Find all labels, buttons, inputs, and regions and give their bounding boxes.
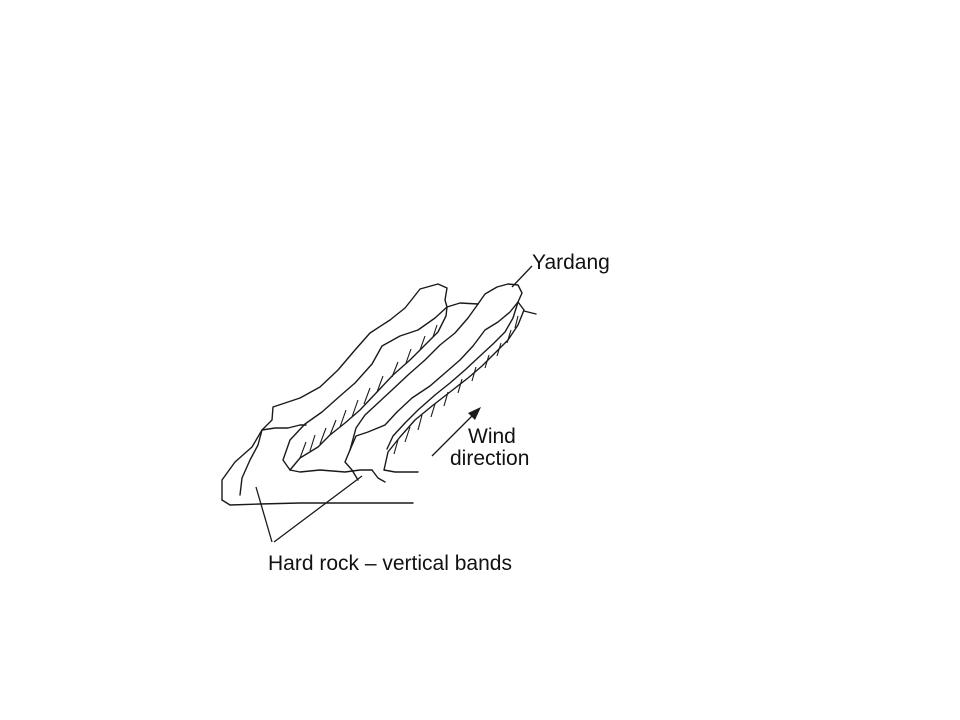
base-line-right — [383, 469, 419, 473]
right-ridge-front-face — [383, 301, 525, 471]
gully-right — [371, 469, 386, 483]
base-line-middle — [289, 469, 373, 473]
right-ridge-inner-edge — [349, 303, 479, 451]
left-ridge-crossline — [261, 424, 307, 431]
yardang-leader — [511, 265, 533, 288]
left-block-front — [239, 429, 263, 496]
right-ridge-top-edge — [349, 283, 523, 451]
right-ridge-hatching — [393, 315, 519, 455]
left-ridge-top-edge — [282, 306, 448, 471]
right-ridge-face-top — [386, 301, 519, 450]
hard-rock-label: Hard rock – vertical bands — [268, 552, 512, 575]
yardang-label: Yardang — [532, 251, 610, 274]
left-ridge-back-edge — [221, 283, 479, 501]
wind-label-line2: direction — [450, 447, 530, 470]
left-ridge-hatching — [299, 324, 438, 459]
left-ridge-front-face — [289, 306, 448, 471]
right-ridge-tail — [523, 310, 537, 315]
wind-label-line1: Wind — [468, 425, 516, 448]
hardrock-leader-right — [273, 475, 363, 543]
wind-direction-label: Wind direction — [450, 426, 529, 470]
hardrock-leader-left — [255, 486, 273, 543]
wind-arrow-shaft — [431, 413, 475, 457]
base-line-front — [221, 499, 414, 506]
gully-left — [344, 449, 359, 481]
wind-arrow-head — [468, 407, 481, 420]
